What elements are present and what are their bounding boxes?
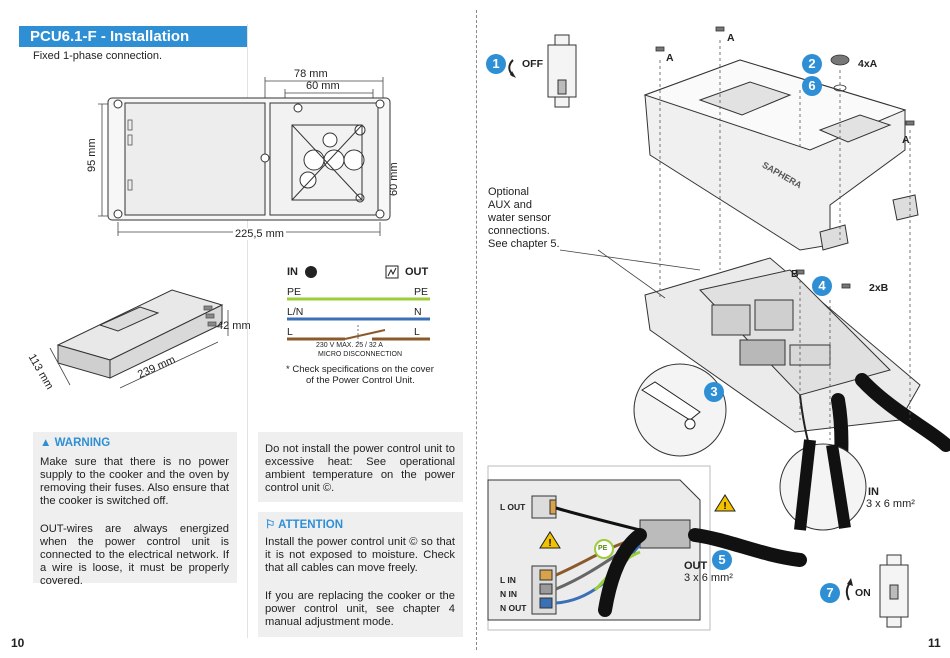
attention-paragraph-1: Install the power control unit © so that… [265, 536, 455, 575]
attention-paragraph-2: If you are replacing the cooker or the p… [265, 590, 455, 629]
step-6-badge: 6 [802, 76, 822, 96]
page-title: PCU6.1-F - Installation [30, 28, 190, 45]
dim-78: 78 mm [294, 68, 328, 80]
warning-paragraph-1: Make sure that there is no power supply … [40, 456, 229, 508]
page-subtitle: Fixed 1-phase connection. [33, 50, 163, 62]
step-3-badge: 3 [704, 382, 724, 402]
optional-note-line-2: AUX and [488, 199, 533, 211]
terminal-l-in: L IN [500, 575, 516, 585]
attention-heading: ⚐ ATTENTION [265, 517, 343, 531]
step-1-badge: 1 [486, 54, 506, 74]
step-4-badge: 4 [812, 276, 832, 296]
terminal-pe: PE [598, 545, 608, 552]
page-number-left: 10 [11, 636, 25, 650]
step-5-badge: 5 [712, 550, 732, 570]
screw-a-label-3: A [902, 134, 910, 146]
dim-42: 42 mm [217, 320, 251, 332]
out-cable-spec: 3 x 6 mm² [684, 572, 733, 584]
dim-95: 95 mm [86, 138, 98, 172]
out-cable-label: OUT [684, 560, 708, 572]
attention-heading-text: ATTENTION [278, 519, 344, 531]
svg-text:!: ! [548, 538, 551, 549]
wiring-spec-line2: MICRO DISCONNECTION [318, 351, 402, 358]
left-column-rule [247, 24, 248, 638]
wiring-right-pe: PE [414, 286, 429, 298]
on-label: ON [855, 587, 871, 599]
warning-heading: ▲ WARNING [40, 437, 110, 449]
wiring-right-n: N [414, 306, 422, 318]
in-cable-label: IN [868, 486, 879, 498]
off-label: OFF [522, 58, 543, 70]
dim-225: 225,5 mm [233, 228, 286, 240]
optional-note-line-3: water sensor [488, 212, 551, 224]
dim-60-right: 60 mm [388, 162, 400, 196]
screw-b-label: B [791, 268, 799, 280]
optional-note: Optional AUX and water sensor connection… [488, 186, 560, 251]
step-2-badge: 2 [802, 54, 822, 74]
warning-icon: ▲ [40, 437, 55, 449]
title-bar [19, 26, 247, 47]
warning-box [33, 432, 237, 583]
wiring-left-l: L [287, 326, 293, 338]
optional-note-line-5: See chapter 5. [488, 238, 560, 250]
wiring-left-pe: PE [287, 286, 302, 298]
optional-note-line-4: connections. [488, 225, 550, 237]
screw-a-label-1: A [666, 52, 674, 64]
wiring-out-label: OUT [405, 266, 429, 278]
flag-icon: ⚐ [265, 519, 279, 531]
page-fold-divider [476, 10, 477, 650]
step-7-badge: 7 [820, 583, 840, 603]
dim-60-top: 60 mm [306, 80, 340, 92]
terminal-n-in: N IN [500, 589, 517, 599]
page-number-right: 11 [928, 636, 941, 650]
svg-text:!: ! [723, 501, 726, 512]
wiring-spec-line1: 230 V MAX. 25 / 32 A [316, 342, 383, 349]
wiring-right-l: L [414, 326, 420, 338]
heat-note-box [258, 432, 463, 502]
wiring-in-label: IN [287, 266, 298, 278]
wiring-footnote-line1: * Check specifications on the cover [286, 364, 434, 375]
heat-note-text: Do not install the power control unit to… [265, 443, 455, 495]
attention-box [258, 512, 463, 637]
qty-4xA-label: 4xA [858, 58, 878, 70]
screw-a-label-2: A [727, 32, 735, 44]
wiring-left-ln: L/N [287, 306, 304, 318]
in-cable-spec: 3 x 6 mm² [866, 498, 915, 510]
qty-2xB-label: 2xB [869, 282, 889, 294]
optional-note-line-1: Optional [488, 186, 529, 198]
warning-heading-text: WARNING [54, 437, 111, 449]
terminal-n-out: N OUT [500, 603, 527, 613]
warning-paragraph-2: OUT-wires are always energized when the … [40, 523, 229, 588]
terminal-l-out: L OUT [500, 502, 526, 512]
wiring-footnote-line2: of the Power Control Unit. [306, 375, 415, 386]
